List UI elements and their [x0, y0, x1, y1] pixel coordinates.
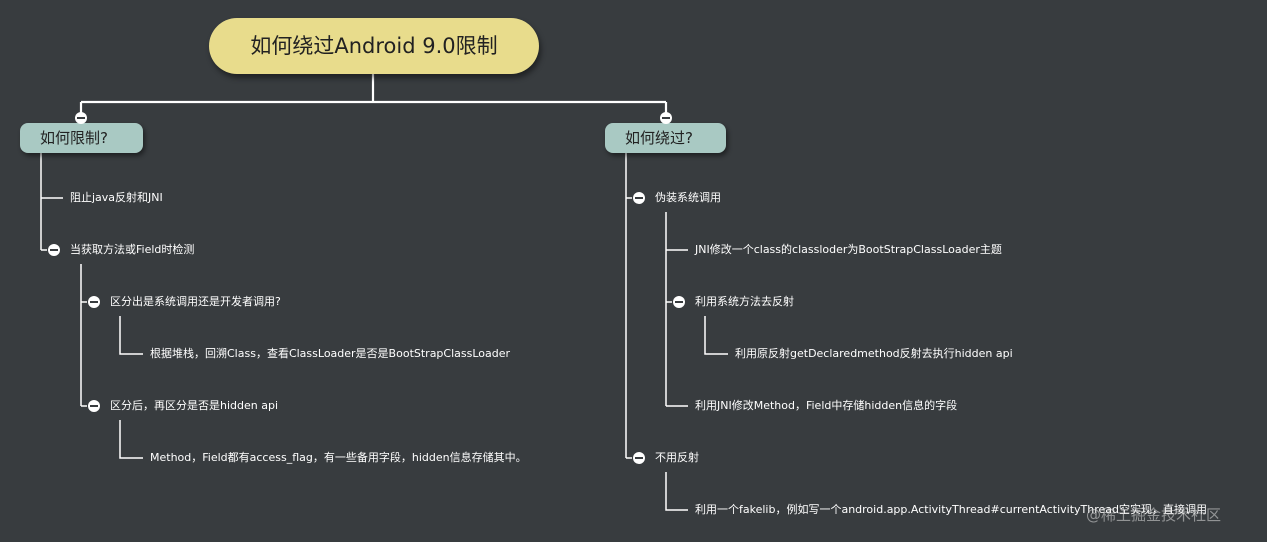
left-topic-stack-backtrace[interactable]: 根据堆栈，回溯Class，查看ClassLoader是否是BootStrapCl…	[150, 347, 511, 360]
watermark: @稀土掘金技术社区	[1086, 506, 1222, 524]
left-topic-check-hidden-api[interactable]: 区分后，再区分是否是hidden api	[110, 399, 279, 412]
collapse-toggle-left-item-5[interactable]	[88, 400, 100, 412]
connector-right-item-7	[665, 472, 688, 511]
connector-left-item-6	[119, 420, 143, 459]
right-topic-no-reflection[interactable]: 不用反射	[655, 451, 699, 464]
collapse-toggle-right-item-3[interactable]	[673, 296, 685, 308]
right-topic-jni-modify-method[interactable]: 利用JNI修改Method，Field中存储hidden信息的字段	[695, 399, 958, 412]
right-topic-jni-classloader[interactable]: JNI修改一个class的classloder为BootStrapClassLo…	[695, 243, 1002, 256]
root-node[interactable]: 如何绕过Android 9.0限制	[209, 18, 539, 74]
left-topic-detect-on-get[interactable]: 当获取方法或Field时检测	[70, 243, 195, 256]
right-topic-fake-system-call[interactable]: 伪装系统调用	[655, 191, 721, 204]
left-topic-block-reflection[interactable]: 阻止java反射和JNI	[70, 191, 163, 204]
right-topic-system-reflection[interactable]: 利用系统方法去反射	[695, 295, 794, 308]
connector-left-item-4	[119, 316, 143, 355]
connector-right-item-4	[704, 316, 728, 355]
collapse-toggle-left-item-3[interactable]	[88, 296, 100, 308]
left-topic-distinguish-caller[interactable]: 区分出是系统调用还是开发者调用?	[110, 295, 281, 308]
left-topic-access-flag[interactable]: Method，Field都有access_flag，有一些备用字段，hidden…	[150, 451, 527, 464]
collapse-toggle-right-item-1[interactable]	[633, 192, 645, 204]
right-topic-getdeclaredmethod[interactable]: 利用原反射getDeclaredmethod反射去执行hidden api	[735, 347, 1013, 360]
collapse-toggle-right-branch[interactable]	[660, 112, 672, 124]
collapse-toggle-left-item-2[interactable]	[48, 244, 60, 256]
branch-node-how-bypass[interactable]: 如何绕过?	[605, 123, 726, 153]
right-topic-fakelib[interactable]: 利用一个fakelib，例如写一个android.app.ActivityThr…	[695, 503, 1207, 516]
branch-node-how-restrict[interactable]: 如何限制?	[20, 123, 143, 153]
collapse-toggle-left-branch[interactable]	[75, 112, 87, 124]
collapse-toggle-right-item-6[interactable]	[633, 452, 645, 464]
